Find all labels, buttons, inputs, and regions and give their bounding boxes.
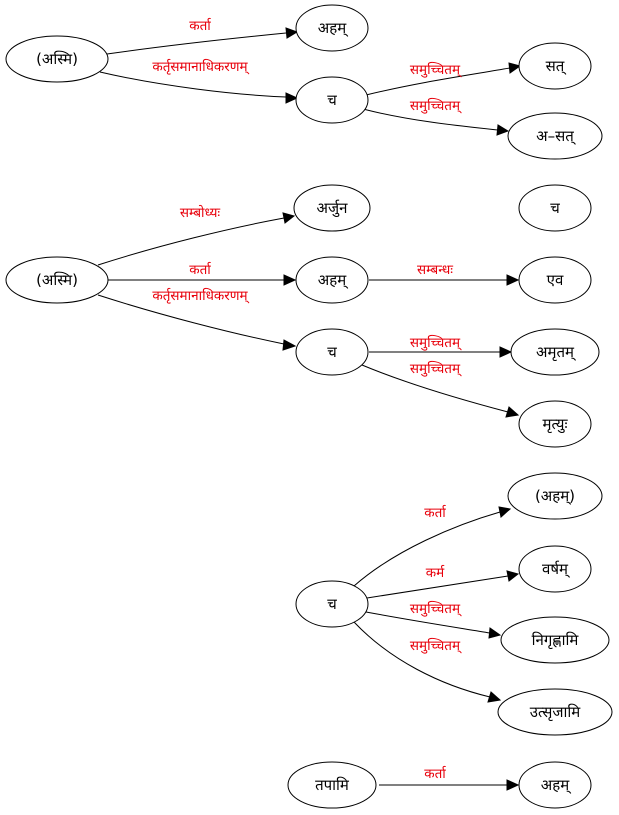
node-label: च <box>327 595 337 613</box>
edge-label: कर्ता <box>424 765 447 782</box>
node-ca-1: च <box>295 76 369 124</box>
node-label: मृत्युः <box>542 415 568 434</box>
node-label: अहम् <box>318 19 348 37</box>
edge-asmi1-aham1: कर्ता <box>106 17 299 55</box>
node-label: अमृतम् <box>536 343 576 362</box>
edge-ca2-mrityuh: समुच्चितम् <box>361 360 520 418</box>
node-tapami: तपामि <box>287 761 377 809</box>
edge-tapami-aham4: कर्ता <box>379 765 520 791</box>
edge-label: कर्ता <box>189 261 212 278</box>
node-label: अहम् <box>318 271 348 289</box>
node-aham-4: अहम् <box>518 761 592 809</box>
node-ca-3: च <box>295 580 369 628</box>
edge-ca3-aham3: कर्ता <box>353 504 512 587</box>
edge-label: समुच्चितम् <box>410 360 462 377</box>
node-label: अहम् <box>541 776 571 794</box>
node-label: तपामि <box>315 776 350 794</box>
node-ca-2: च <box>295 328 369 376</box>
edge-asmi2-aham2: कर्ता <box>108 261 297 286</box>
edge-asmi1-ca1: कर्तृसमानाधिकरणम् <box>99 58 299 104</box>
edge-ca3-varsham: कर्म <box>366 564 520 599</box>
node-aham-2: अहम् <box>295 256 369 304</box>
node-asmi-1: (अस्मि) <box>5 35 109 83</box>
edge-label: सम्बोध्यः <box>180 204 221 221</box>
nodes: (अस्मि) अहम् च सत् अ–सत् (अस्मि) अर्जुन <box>5 4 613 809</box>
node-asmi-2: (अस्मि) <box>5 256 109 304</box>
node-label: अ–सत् <box>536 127 576 145</box>
edge-asmi2-arjuna: सम्बोध्यः <box>97 204 296 266</box>
node-varsham: वर्षम् <box>518 545 592 593</box>
node-label: च <box>327 91 337 109</box>
node-label: (अहम्) <box>535 487 575 505</box>
edge-label: सम्बन्धः <box>417 262 453 278</box>
node-arjuna: अर्जुन <box>293 184 371 232</box>
edges: कर्ता कर्तृसमानाधिकरणम् समुच्चितम् समुच्… <box>97 17 522 791</box>
edge-label: समुच्चितम् <box>410 600 462 617</box>
node-eva: एव <box>518 256 592 304</box>
edge-aham2-eva: सम्बन्धः <box>369 262 520 286</box>
node-ca-isolated: च <box>518 184 592 232</box>
node-label: च <box>550 199 560 217</box>
node-mrityuh: मृत्युः <box>518 400 592 448</box>
edge-ca1-asat: समुच्चितम् <box>362 97 510 136</box>
edge-label: कर्तृसमानाधिकरणम् <box>152 58 249 75</box>
node-label: च <box>327 343 337 361</box>
node-label: एव <box>547 271 564 289</box>
node-label: अर्जुन <box>317 199 349 218</box>
edge-ca2-amritam: समुच्चितम् <box>369 334 513 358</box>
node-label: (अस्मि) <box>36 50 78 68</box>
edge-label: कर्तृसमानाधिकरणम् <box>152 287 249 304</box>
edge-ca1-sat: समुच्चितम् <box>365 61 522 96</box>
node-label: निगृह्णामि <box>532 631 580 650</box>
node-sat: सत् <box>518 42 592 90</box>
edge-label: समुच्चितम् <box>410 97 462 114</box>
node-utsrijami: उत्सृजामि <box>497 688 613 736</box>
edge-label: कर्ता <box>424 504 447 521</box>
node-label: (अस्मि) <box>36 271 78 289</box>
node-aham-1: अहम् <box>295 4 369 52</box>
edge-label: समुच्चितम् <box>410 61 462 78</box>
edge-label: समुच्चितम् <box>410 334 462 351</box>
edge-label: कर्ता <box>189 17 212 34</box>
edge-asmi2-ca2: कर्तृसमानाधिकरणम् <box>97 287 297 351</box>
edge-label: समुच्चितम् <box>410 637 462 654</box>
node-asat: अ–सत् <box>507 112 603 160</box>
node-label: सत् <box>546 57 567 75</box>
node-label: उत्सृजामि <box>530 703 582 722</box>
node-label: वर्षम् <box>542 560 570 578</box>
node-nigrihnami: निगृह्णामि <box>500 616 610 664</box>
node-aham-3: (अहम्) <box>507 472 603 520</box>
node-amritam: अमृतम् <box>510 328 600 376</box>
edge-ca3-utsrijami: समुच्चितम् <box>353 621 502 703</box>
edge-ca3-nigrihnami: समुच्चितम् <box>365 600 502 639</box>
edge-label: कर्म <box>426 564 445 581</box>
